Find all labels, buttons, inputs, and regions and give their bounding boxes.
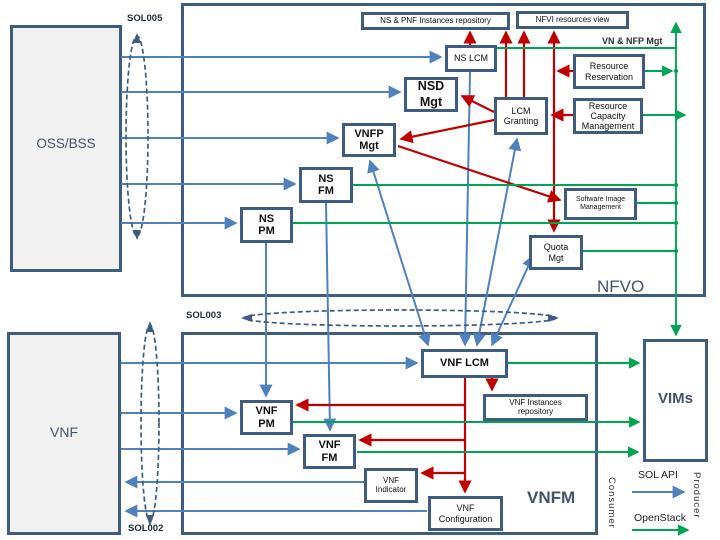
nsd-mgt-box: NSD Mgt: [404, 77, 458, 112]
oss-bss-label: OSS/BSS: [36, 136, 96, 151]
ns-fm-box: NS FM: [299, 167, 353, 203]
resource-reservation-box: Resource Reservation: [573, 54, 645, 89]
vnf-lcm-box: VNF LCM: [421, 349, 508, 378]
nfvo-box: [181, 3, 706, 297]
vnfm-label: VNFM: [527, 488, 576, 507]
legend-producer-label: Producer: [691, 472, 702, 519]
vnfp-mgt-box: VNFP Mgt: [342, 123, 396, 157]
lcm-granting-box: LCM Granting: [494, 97, 548, 135]
ns-pnf-instances-repository-box: NS & PNF Instances repository: [361, 12, 510, 30]
sol003-label: SOL003: [186, 310, 222, 321]
sol002-label: SOL002: [128, 523, 164, 534]
quota-mgt-box: Quota Mgt: [529, 235, 583, 270]
ns-lcm-box: NS LCM: [445, 45, 497, 72]
sol005-label: SOL005: [127, 13, 163, 24]
nfvi-resources-view-box: NFVI resources view: [516, 11, 629, 29]
oss-bss-box: [10, 25, 122, 272]
software-image-management-box: Software Image Management: [564, 188, 637, 220]
legend-sol-api-label: SOL API: [638, 469, 678, 481]
vnf-configuration-box: VNF Configuration: [428, 496, 503, 531]
vnf-fm-box: VNF FM: [303, 434, 356, 469]
legend-consumer-label: Consumer: [606, 477, 617, 529]
resource-capacity-management-box: Resource Capacity Management: [573, 98, 643, 134]
vnf-box: [7, 332, 121, 535]
nfvo-label: NFVO: [597, 277, 645, 296]
vnf-instances-repository-box: VNF Instances repository: [483, 394, 588, 421]
ns-pm-box: NS PM: [240, 207, 293, 243]
vnf-pm-box: VNF PM: [240, 400, 293, 435]
vims-label: VIMs: [657, 390, 693, 407]
vnf-indicator-box: VNF Indicator: [364, 468, 418, 503]
vnf-label: VNF: [50, 424, 78, 440]
vn-nfp-mgt-label: VN & NFP Mgt: [602, 36, 663, 46]
legend-openstack-label: OpenStack: [634, 512, 686, 524]
vims-box: [643, 339, 708, 462]
